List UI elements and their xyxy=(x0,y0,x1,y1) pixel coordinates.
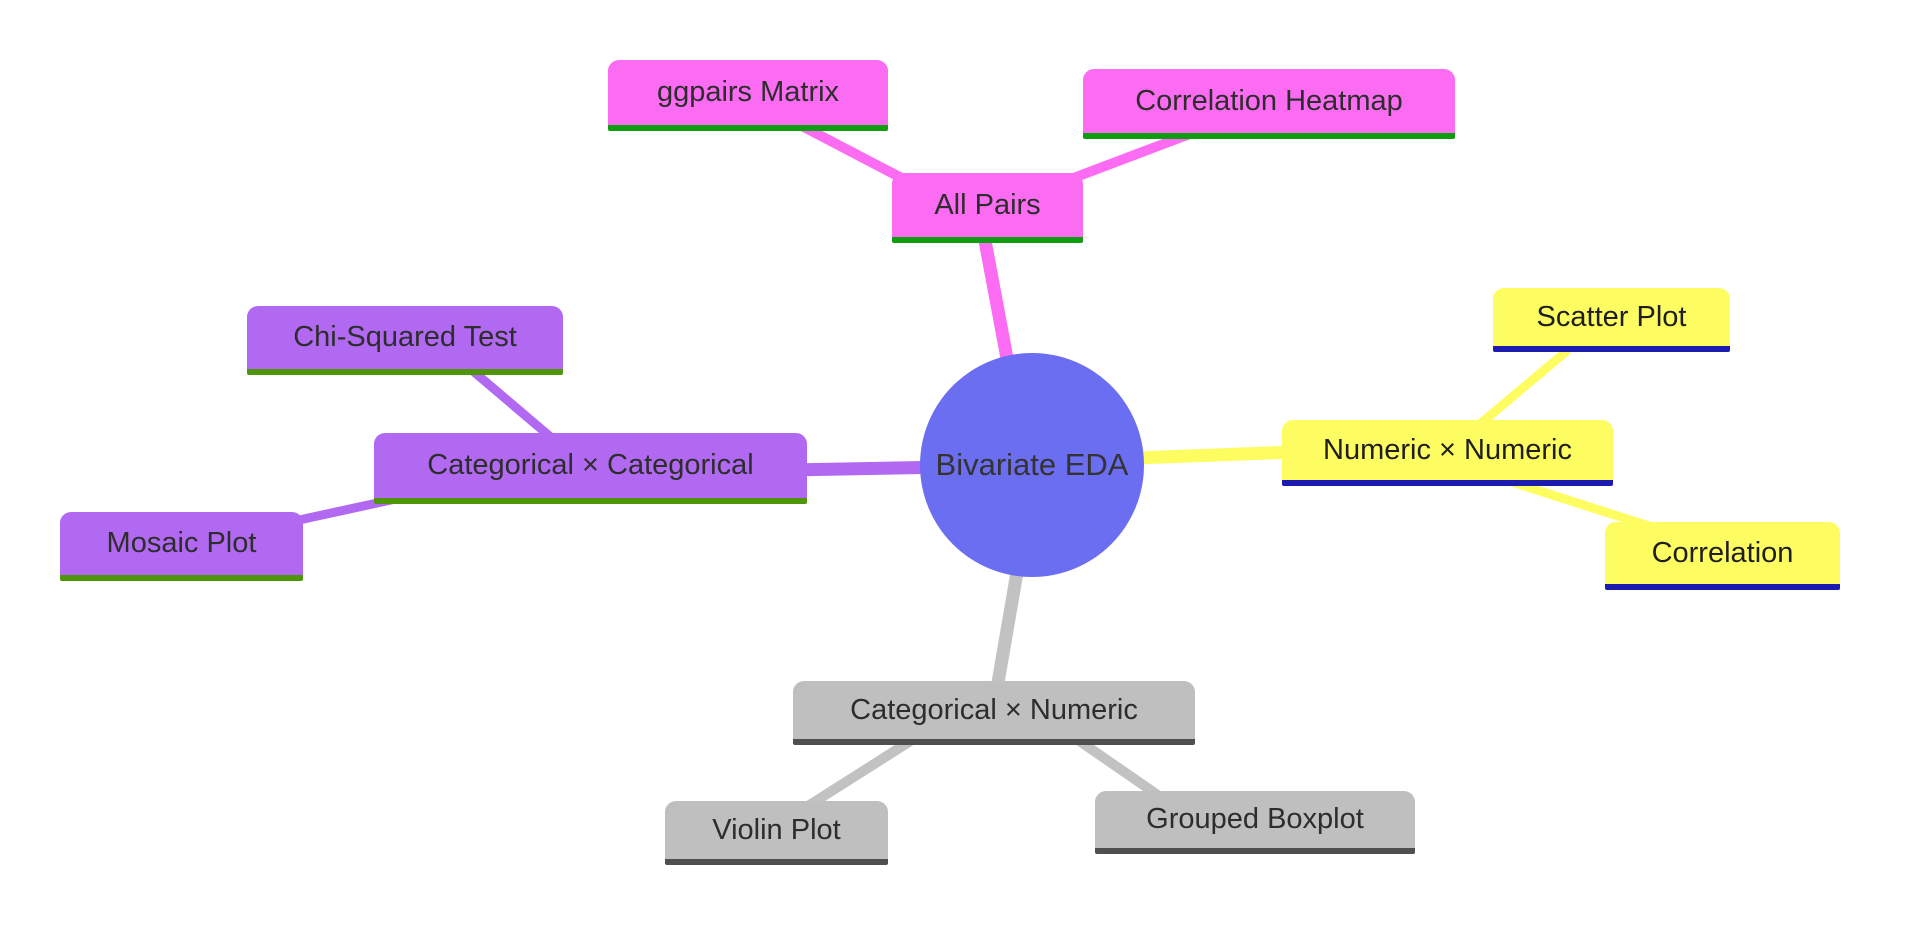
node-chi-squared-test: Chi-Squared Test xyxy=(247,306,563,375)
node-mosaic-plot: Mosaic Plot xyxy=(60,512,303,581)
node-correlation: Correlation xyxy=(1605,522,1840,590)
edge-numnum-correlation xyxy=(1510,477,1657,533)
node-numeric-numeric: Numeric × Numeric xyxy=(1282,420,1613,486)
node-scatter-plot: Scatter Plot xyxy=(1493,288,1730,352)
node-categorical-categorical: Categorical × Categorical xyxy=(374,433,807,504)
edge-root-numeric-numeric xyxy=(1134,445,1296,465)
node-categorical-numeric: Categorical × Numeric xyxy=(793,681,1195,745)
edge-root-categorical-numeric xyxy=(988,553,1027,702)
node-bivariate-eda: Bivariate EDA xyxy=(920,353,1144,577)
node-violin-plot: Violin Plot xyxy=(665,801,888,865)
node-grouped-boxplot: Grouped Boxplot xyxy=(1095,791,1415,854)
edge-catnum-grouped-boxplot xyxy=(1075,735,1165,803)
node-all-pairs: All Pairs xyxy=(892,173,1083,243)
edge-numnum-scatter-plot xyxy=(1477,346,1571,428)
edge-catnum-violin-plot xyxy=(805,735,915,811)
node-ggpairs-matrix: ggpairs Matrix xyxy=(608,60,888,131)
node-correlation-heatmap: Correlation Heatmap xyxy=(1083,69,1455,139)
